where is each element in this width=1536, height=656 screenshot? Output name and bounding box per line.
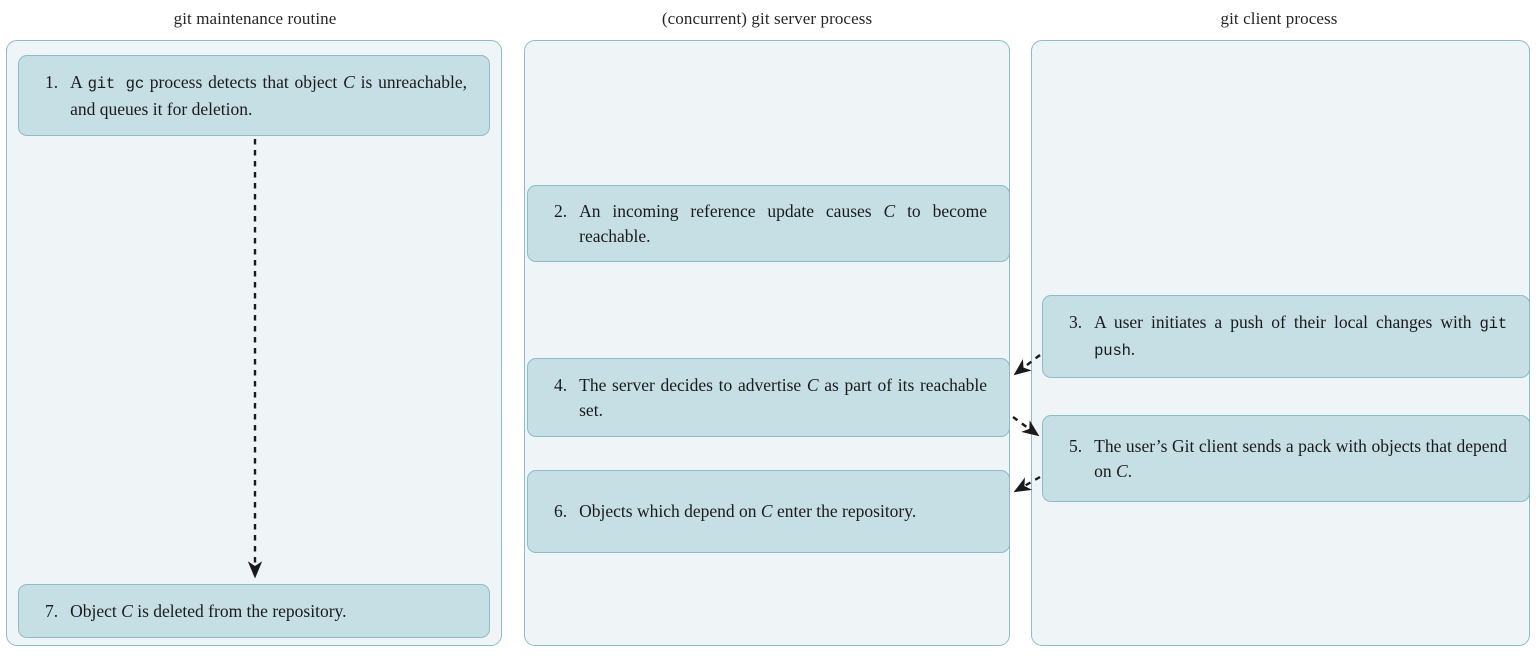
step-text-2: An incoming reference update causes C to…	[579, 199, 987, 249]
step-text-7: Object C is deleted from the repository.	[70, 599, 467, 624]
inline-code: git gc	[87, 74, 145, 93]
step-box-2[interactable]: 2. An incoming reference update causes C…	[527, 185, 1010, 262]
column-title-maintenance: git maintenance routine	[173, 9, 337, 28]
column-title-client: git client process	[1220, 9, 1338, 28]
inline-text: as part of its reachable set.	[579, 374, 987, 420]
lane-server	[524, 40, 1010, 646]
step-text-3: A user initiates a push of their local c…	[1094, 310, 1507, 364]
math-symbol: C	[883, 200, 896, 221]
inline-text: The user’s Git client sends a pack with …	[1094, 435, 1507, 481]
inline-text: Objects which depend on	[579, 501, 761, 521]
step-text-5: The user’s Git client sends a pack with …	[1094, 434, 1507, 484]
step-number-7: 7.	[45, 600, 59, 621]
step-number-1: 1.	[45, 71, 59, 92]
step-number-5: 5.	[1069, 435, 1083, 456]
column-title-server: (concurrent) git server process	[661, 9, 873, 28]
step-number-2: 2.	[554, 200, 568, 221]
math-symbol: C	[343, 71, 355, 92]
step-number-4: 4.	[554, 374, 568, 395]
math-symbol: C	[760, 501, 773, 521]
step-number-3: 3.	[1069, 311, 1083, 332]
inline-text: is unreachable, and queues it for deleti…	[70, 71, 467, 119]
step-box-6[interactable]: 6. Objects which depend on C enter the r…	[527, 470, 1010, 553]
inline-text: process detects that object	[144, 71, 344, 92]
inline-code: git push	[1094, 314, 1507, 360]
inline-text: A user initiates a push of their local c…	[1094, 311, 1480, 332]
step-box-4[interactable]: 4. The server decides to advertise C as …	[527, 358, 1010, 437]
step-text-4: The server decides to advertise C as par…	[579, 373, 987, 423]
inline-text: enter the reposi­tory.	[772, 501, 917, 521]
inline-text: The server decides to advertise	[579, 374, 807, 395]
step-box-3[interactable]: 3. A user initiates a push of their loca…	[1042, 295, 1530, 378]
step-box-7[interactable]: 7. Object C is deleted from the reposito…	[18, 584, 490, 638]
step-number-6: 6.	[554, 501, 568, 521]
inline-text: .	[1130, 338, 1136, 359]
inline-text: .	[1127, 460, 1133, 481]
math-symbol: C	[121, 600, 133, 621]
math-symbol: C	[806, 374, 819, 395]
math-symbol: C	[1116, 460, 1128, 481]
step-box-1[interactable]: 1. A git gc process detects that object …	[18, 55, 490, 136]
step-box-5[interactable]: 5. The user’s Git client sends a pack wi…	[1042, 415, 1530, 502]
inline-text: A	[70, 71, 88, 92]
step-text-6: Objects which depend on C enter the repo…	[579, 499, 987, 524]
inline-text: An incoming reference update causes	[579, 200, 884, 221]
inline-text: Object	[70, 600, 122, 621]
inline-text: to become reachable.	[579, 200, 987, 246]
step-text-1: A git gc process detects that object C i…	[70, 70, 467, 122]
inline-text: is deleted from the repository.	[132, 600, 347, 621]
